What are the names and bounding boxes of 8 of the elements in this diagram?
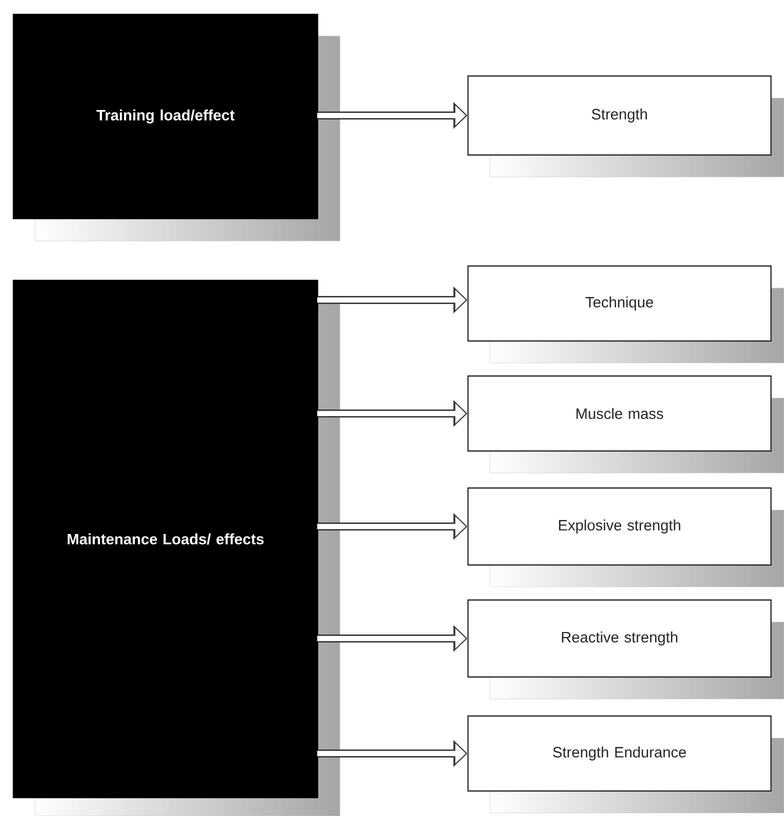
label-box: Explosive strength [467, 487, 772, 566]
label-box: Muscle mass [467, 375, 772, 452]
block-box: Maintenance Loads/ effects [12, 280, 318, 798]
block-box: Training load/effect [12, 14, 318, 220]
label-box: Technique [467, 265, 772, 342]
label-box: Strength Endurance [467, 715, 772, 792]
label-box: Strength [467, 75, 772, 156]
label-box: Reactive strength [467, 599, 772, 678]
